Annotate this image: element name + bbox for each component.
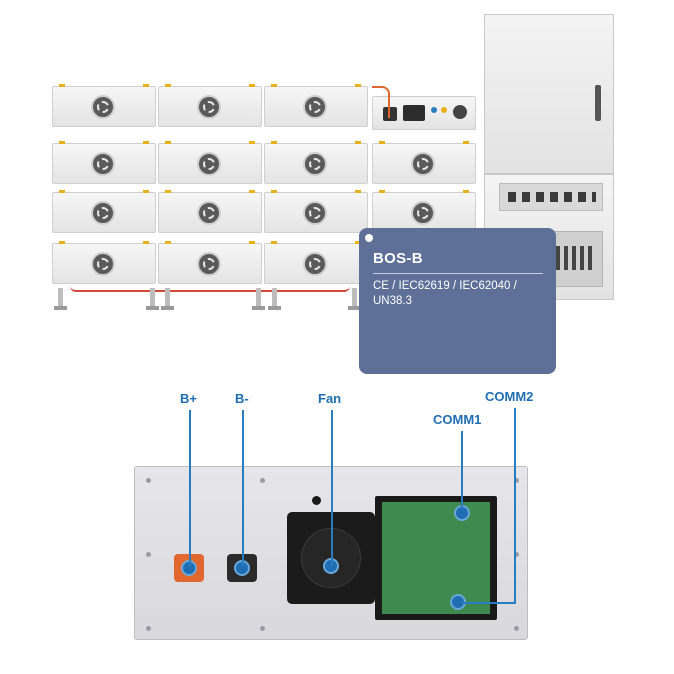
battery-module	[158, 141, 262, 184]
leader-b-plus	[189, 410, 191, 566]
leader-comm1	[461, 431, 463, 509]
card-certifications: CE / IEC62619 / IEC62040 / UN38.3	[373, 280, 517, 307]
cabinet	[484, 14, 614, 174]
battery-module	[52, 141, 156, 184]
battery-module	[264, 84, 368, 127]
battery-module	[264, 241, 368, 284]
cabinet-handle	[595, 85, 601, 121]
leader-comm2-horizontal	[462, 602, 516, 604]
battery-module	[158, 190, 262, 233]
card-divider	[373, 273, 543, 274]
battery-module	[158, 241, 262, 284]
label-comm2: COMM2	[485, 389, 534, 404]
battery-module	[52, 190, 156, 233]
battery-module	[372, 141, 476, 184]
power-cable	[70, 284, 350, 292]
battery-module	[264, 190, 368, 233]
leader-fan	[331, 410, 333, 566]
label-b-plus: B+	[180, 391, 197, 406]
card-dot	[365, 234, 373, 242]
battery-system-image	[0, 0, 674, 320]
battery-module	[372, 190, 476, 233]
label-comm1: COMM1	[433, 412, 482, 427]
product-info-card: BOS-B CE / IEC62619 / IEC62040 / UN38.3	[359, 228, 556, 374]
power-cable	[372, 86, 390, 118]
panel-hole	[312, 496, 321, 505]
battery-module	[158, 84, 262, 127]
label-b-minus: B-	[235, 391, 249, 406]
leader-b-minus	[242, 410, 244, 566]
pcb-board	[382, 502, 490, 614]
battery-module	[264, 141, 368, 184]
leader-comm2-vertical	[514, 408, 516, 604]
card-title: BOS-B	[373, 250, 423, 267]
battery-module	[52, 241, 156, 284]
battery-module	[52, 84, 156, 127]
label-fan: Fan	[318, 391, 342, 406]
